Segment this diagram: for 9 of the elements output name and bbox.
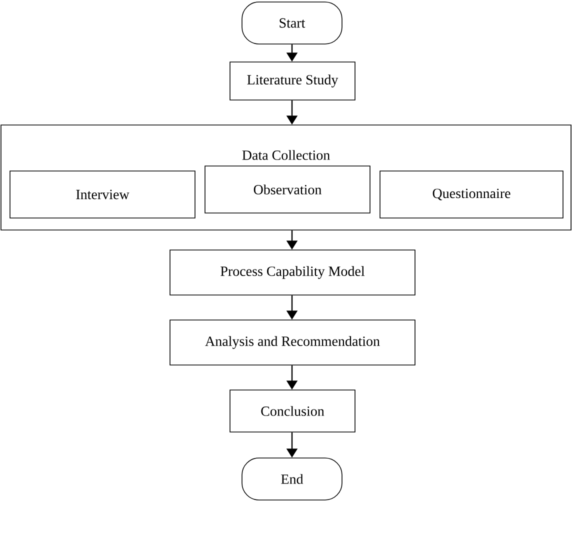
terminal-box: Start [242,2,342,44]
process-box: Interview [10,170,196,218]
process-box: Conclusion [230,390,356,432]
terminal-box: End [242,458,342,500]
process-box: Literature Study [230,62,356,100]
process-box: Analysis and Recommendation [170,320,416,366]
process-box: Process Capability Model [170,250,416,296]
process-box: Questionnaire [380,170,564,218]
process-box: Observation [204,166,370,214]
